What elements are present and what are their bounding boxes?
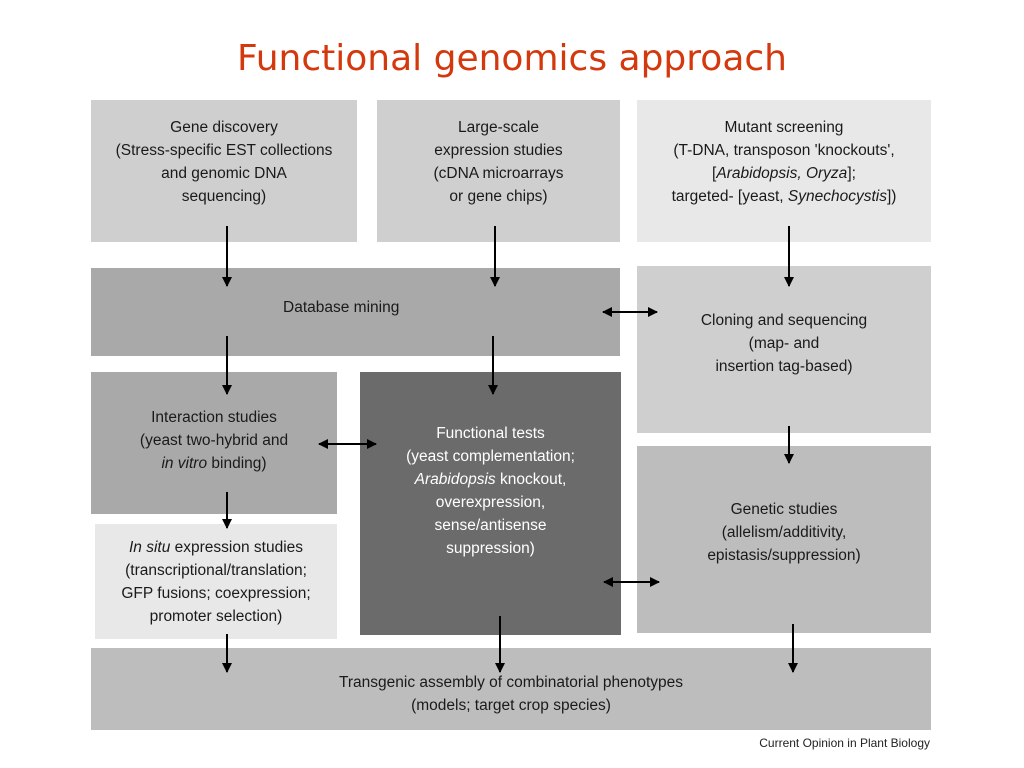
interaction-studies-text: Interaction studies (yeast two-hybrid an…: [139, 408, 289, 472]
in-situ-box: In situ expression studies (transcriptio…: [95, 524, 337, 639]
database-mining-text: Database mining: [283, 298, 400, 316]
mutant-screening-text: Mutant screening (T-DNA, transposon 'kno…: [671, 119, 897, 205]
cloning-sequencing-box: Cloning and sequencing (map- and inserti…: [637, 266, 931, 433]
source-credit: Current Opinion in Plant Biology: [759, 736, 930, 750]
expression-studies-box: Large-scale expression studies (cDNA mic…: [377, 100, 620, 242]
functional-tests-box: Functional tests (yeast complementation;…: [360, 372, 621, 635]
genetic-studies-text: Genetic studies (allelism/additivity, ep…: [707, 501, 861, 564]
transgenic-assembly-text: Transgenic assembly of combinatorial phe…: [338, 674, 684, 714]
page-title: Functional genomics approach: [236, 38, 787, 79]
genetic-studies-box: Genetic studies (allelism/additivity, ep…: [637, 446, 931, 633]
gene-discovery-box: Gene discovery (Stress-specific EST coll…: [91, 100, 357, 242]
gene-discovery-text: Gene discovery (Stress-specific EST coll…: [115, 119, 333, 205]
transgenic-assembly-box: Transgenic assembly of combinatorial phe…: [91, 648, 931, 730]
mutant-screening-box: Mutant screening (T-DNA, transposon 'kno…: [637, 100, 931, 242]
cloning-sequencing-text: Cloning and sequencing (map- and inserti…: [700, 312, 868, 375]
functional-tests-text: Functional tests (yeast complementation;…: [406, 425, 575, 557]
in-situ-text: In situ expression studies (transcriptio…: [121, 538, 311, 625]
interaction-studies-box: Interaction studies (yeast two-hybrid an…: [91, 372, 337, 514]
expression-studies-text: Large-scale expression studies (cDNA mic…: [433, 119, 564, 205]
database-mining-box: Database mining: [91, 268, 620, 356]
